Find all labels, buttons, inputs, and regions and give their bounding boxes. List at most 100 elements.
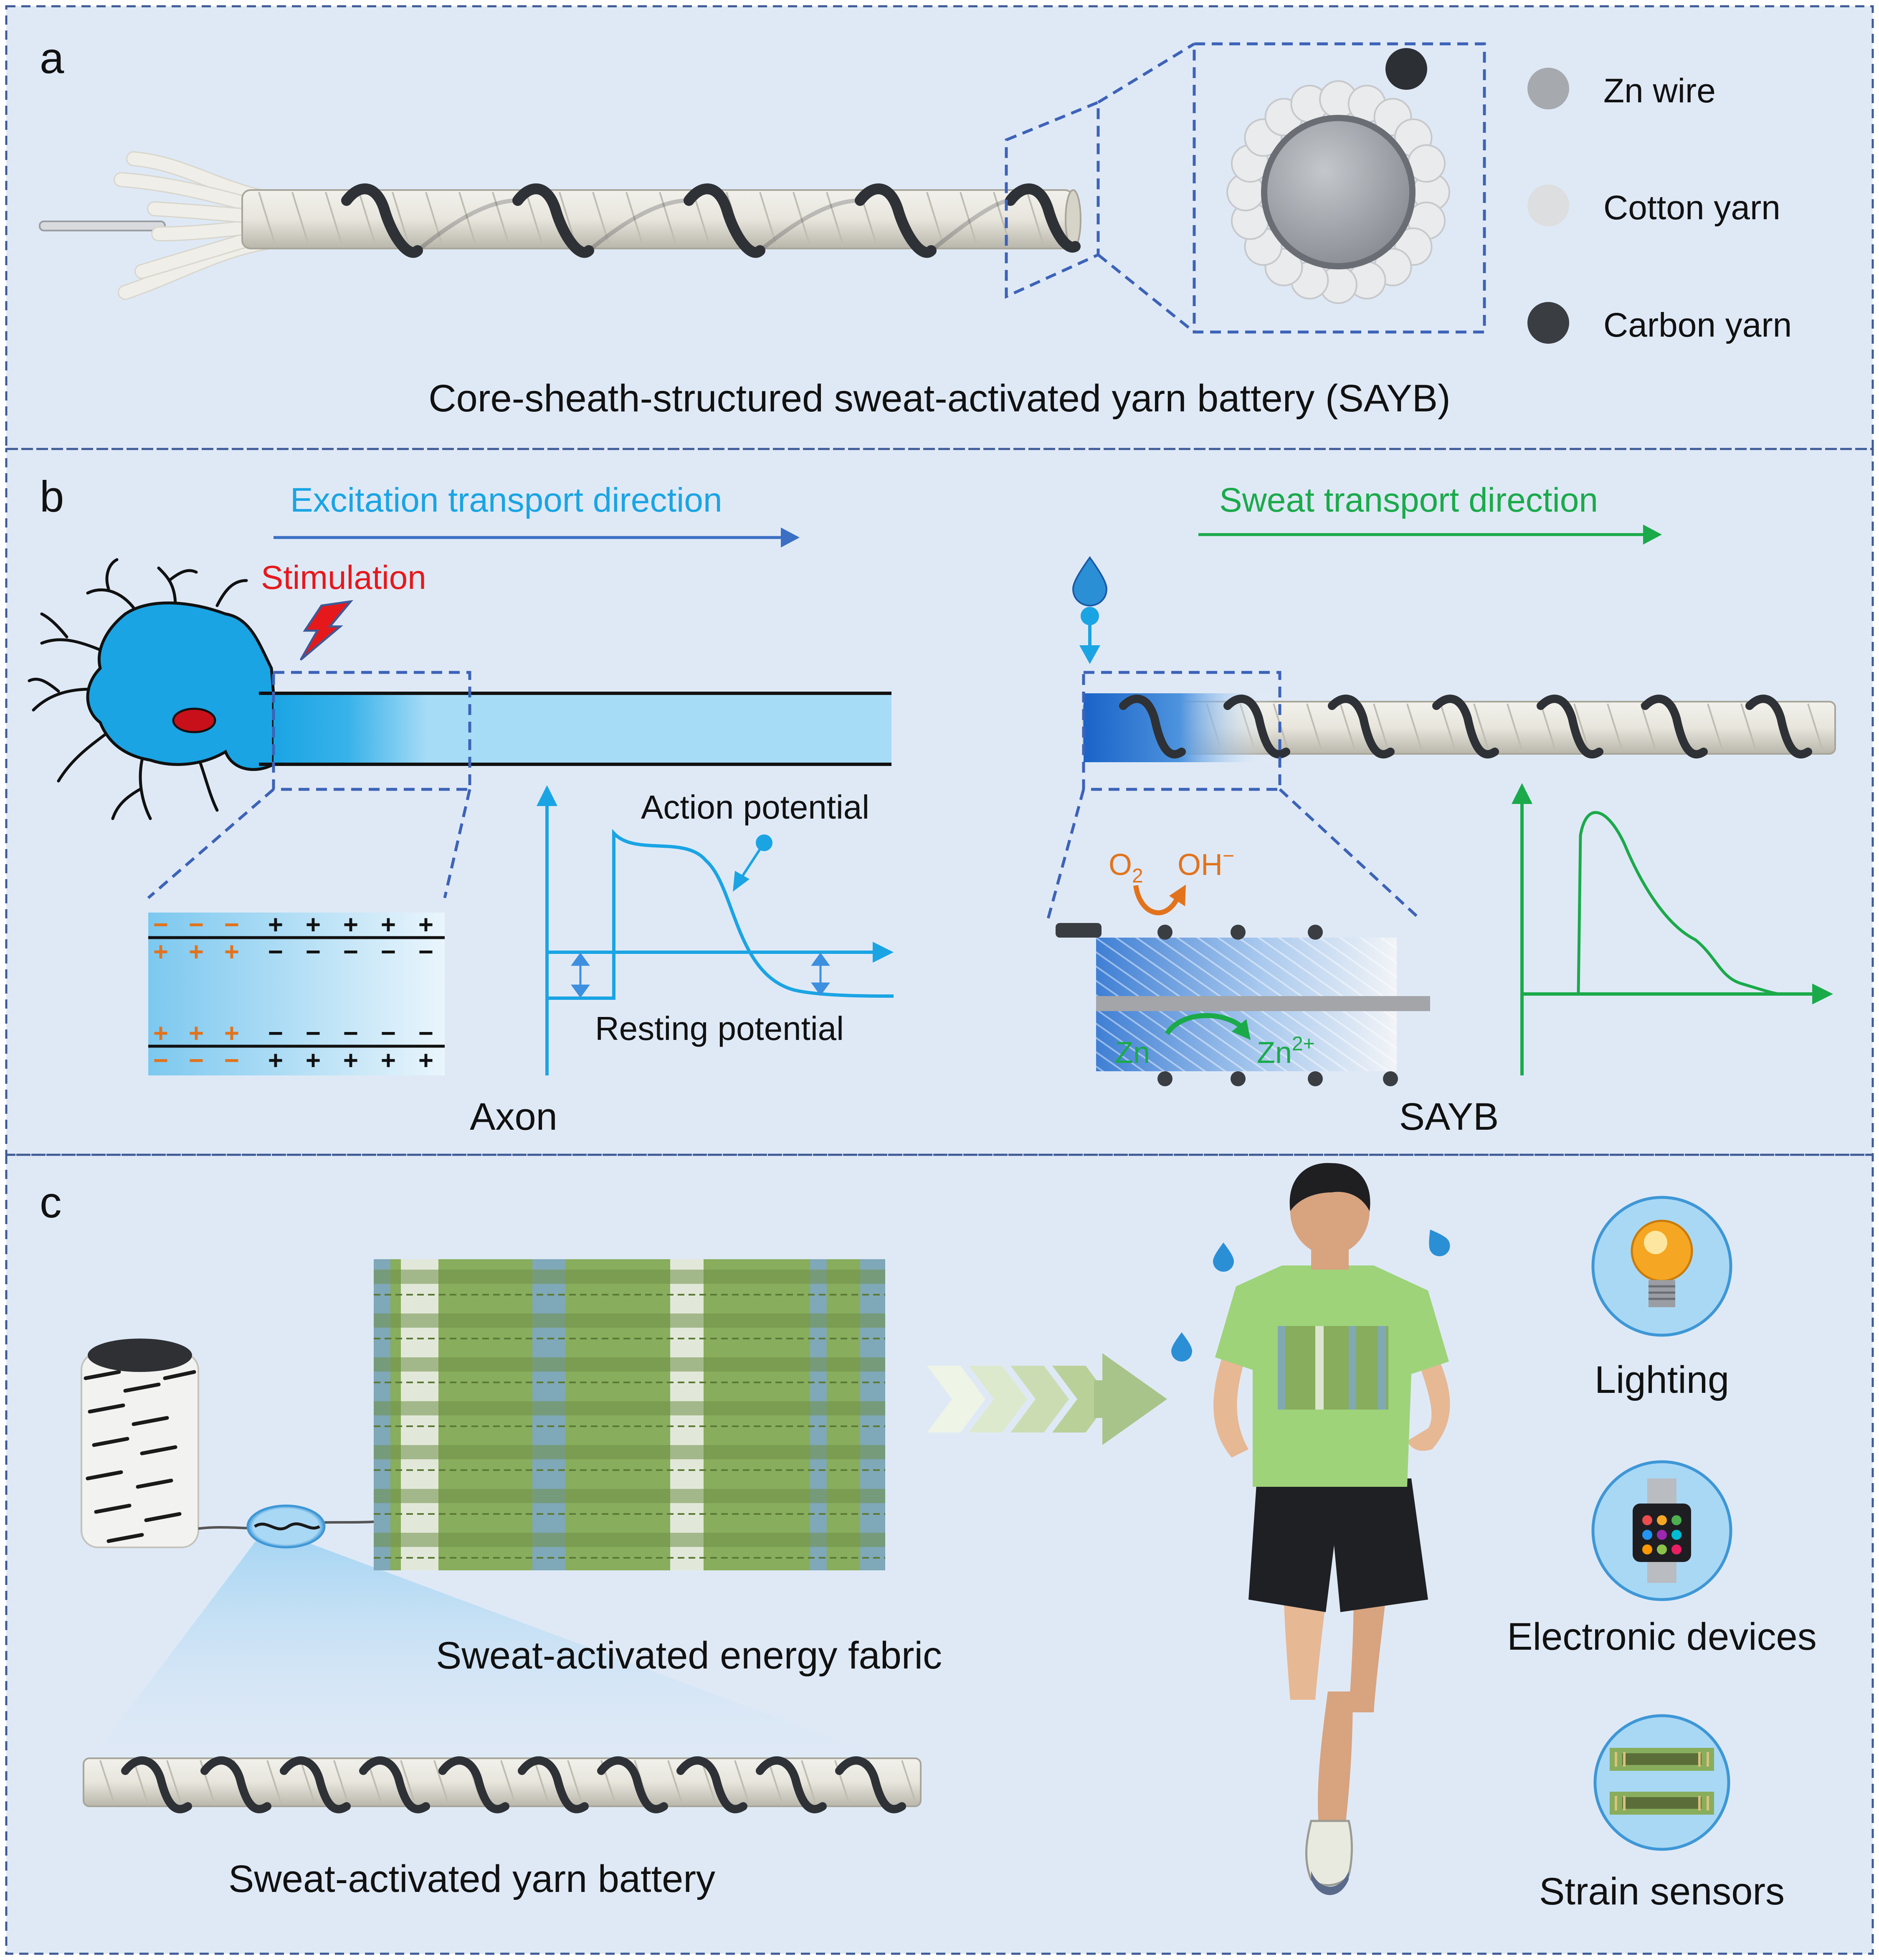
watch-app-icons bbox=[1642, 1515, 1681, 1554]
resting-potential-label: Resting potential bbox=[595, 1010, 844, 1047]
excitation-direction-label: Excitation transport direction bbox=[290, 481, 722, 519]
action-potential-curve bbox=[547, 829, 894, 1000]
yarn-battery-illustration bbox=[39, 151, 1081, 300]
charge-sign: + bbox=[153, 938, 168, 966]
charge-sign: + bbox=[268, 910, 283, 939]
application-strain-sensors: Strain sensors bbox=[1539, 1714, 1785, 1913]
charge-sign: − bbox=[418, 1019, 433, 1048]
panel-c-frame bbox=[5, 1154, 1874, 1955]
membrane-charge-diagram: −−−++++++++−−−−−+++−−−−−−−−+++++ bbox=[148, 910, 445, 1075]
charge-sign: + bbox=[418, 910, 433, 939]
charge-sign: + bbox=[343, 910, 358, 939]
running-shoe bbox=[1305, 1820, 1353, 1886]
carbon-electrode-tab bbox=[1056, 923, 1102, 938]
carbon-yarn-dot bbox=[1385, 48, 1427, 90]
application-electronic-devices: Electronic devices bbox=[1507, 1460, 1817, 1658]
charge-sign: − bbox=[306, 938, 321, 966]
legend-label-cotton-yarn: Cotton yarn bbox=[1603, 189, 1780, 227]
charge-sign: + bbox=[306, 1046, 321, 1075]
panel-b-letter: b bbox=[40, 472, 64, 521]
zn-wire-core bbox=[1267, 121, 1409, 263]
shirt-fabric-patch bbox=[1278, 1326, 1388, 1410]
panel-a-letter: a bbox=[40, 34, 64, 83]
carbon-yarn-helix bbox=[341, 183, 1081, 258]
magnifier-cone bbox=[79, 1537, 931, 1775]
charge-sign: − bbox=[224, 910, 239, 939]
charge-sign: + bbox=[381, 910, 396, 939]
fabric-rows bbox=[374, 1270, 885, 1559]
sayb-discharge-plot bbox=[1512, 783, 1833, 1075]
spool-cap bbox=[88, 1339, 192, 1372]
charge-sign: + bbox=[224, 1019, 239, 1048]
o2-label: O2 bbox=[1109, 848, 1143, 887]
charge-sign: + bbox=[224, 938, 239, 966]
right-arm bbox=[1407, 1353, 1450, 1451]
fabric-row bbox=[374, 1357, 885, 1372]
charge-sign: + bbox=[381, 1046, 396, 1075]
zinc-oxidation-arrow bbox=[1165, 1013, 1244, 1035]
lightning-icon bbox=[299, 600, 354, 661]
charge-sign: − bbox=[418, 938, 433, 966]
charge-sign: − bbox=[381, 938, 396, 966]
energy-fabric bbox=[374, 1259, 885, 1570]
neuron-illustration bbox=[28, 558, 891, 820]
panel-c-letter: c bbox=[40, 1178, 62, 1227]
potential-gap-markers bbox=[571, 952, 830, 998]
action-potential-plot: Action potential Resting potential bbox=[537, 785, 894, 1075]
neuron-soma bbox=[86, 601, 275, 771]
yarn-twist-lines bbox=[258, 192, 1045, 247]
sayb-yarn bbox=[1083, 693, 1836, 762]
charge-sign: − bbox=[153, 1046, 168, 1075]
legend-swatch-carbon-yarn bbox=[1527, 302, 1569, 344]
runner-illustration bbox=[1171, 1163, 1450, 1895]
action-potential-label: Action potential bbox=[641, 789, 869, 826]
fabric-row bbox=[374, 1533, 885, 1547]
oxygen-reduction-arrow bbox=[1133, 885, 1180, 915]
sayb-carbon-helix bbox=[1119, 695, 1812, 758]
panel-a-frame bbox=[5, 5, 1874, 450]
sweat-drop-icon bbox=[1213, 1242, 1234, 1272]
panel-a-caption: Core-sheath-structured sweat-activated y… bbox=[428, 377, 1451, 420]
charge-sign: + bbox=[189, 1019, 204, 1048]
charge-sign: − bbox=[381, 1019, 396, 1048]
sayb-zoom-box bbox=[1046, 671, 1421, 920]
charge-sign: − bbox=[189, 910, 204, 939]
yarn-cross-section bbox=[1226, 48, 1450, 304]
lighting-label: Lighting bbox=[1595, 1359, 1729, 1401]
legend-label-carbon-yarn: Carbon yarn bbox=[1603, 306, 1792, 344]
charge-sign: + bbox=[343, 1046, 358, 1075]
charge-sign: − bbox=[224, 1046, 239, 1075]
charge-sign: − bbox=[306, 1019, 321, 1048]
charge-sign: + bbox=[306, 910, 321, 939]
stimulation-label: Stimulation bbox=[261, 559, 426, 596]
sensors-bubble bbox=[1593, 1714, 1730, 1851]
legend-label-zn-wire: Zn wire bbox=[1603, 72, 1716, 110]
strain-sensor-icon bbox=[1610, 1748, 1714, 1815]
discharge-curve bbox=[1577, 811, 1781, 996]
neuron-nucleus bbox=[172, 707, 216, 733]
zn-ion-label: Zn2+ bbox=[1257, 1033, 1315, 1070]
zn-wire-layer bbox=[1096, 996, 1430, 1011]
legend-swatch-zn-wire bbox=[1527, 68, 1569, 109]
axon-body bbox=[273, 693, 891, 764]
hydroxide-label: OH− bbox=[1178, 845, 1234, 882]
membrane-box bbox=[148, 913, 445, 1075]
fabric-row bbox=[374, 1489, 885, 1503]
carbon-yarn-dots bbox=[1157, 925, 1398, 1086]
charge-sign: − bbox=[268, 938, 283, 966]
legend-swatch-cotton-yarn bbox=[1527, 185, 1569, 226]
charge-sign: + bbox=[189, 938, 204, 966]
charge-sign: − bbox=[343, 938, 358, 966]
running-shorts bbox=[1248, 1478, 1428, 1612]
axon-zoom-box bbox=[147, 671, 471, 899]
charge-sign: − bbox=[189, 1046, 204, 1075]
sayb-electrode-diagram: O2 OH− Zn Zn2+ bbox=[1056, 845, 1430, 1086]
excitation-arrow-head bbox=[781, 527, 800, 548]
fabric-row bbox=[374, 1401, 885, 1415]
cotton-yarn-ring bbox=[1226, 80, 1450, 304]
panel-c-yarn bbox=[83, 1756, 922, 1813]
devices-label: Electronic devices bbox=[1507, 1615, 1816, 1658]
sensors-label: Strain sensors bbox=[1539, 1870, 1785, 1913]
yarn-battery-label: Sweat-activated yarn battery bbox=[228, 1858, 715, 1900]
